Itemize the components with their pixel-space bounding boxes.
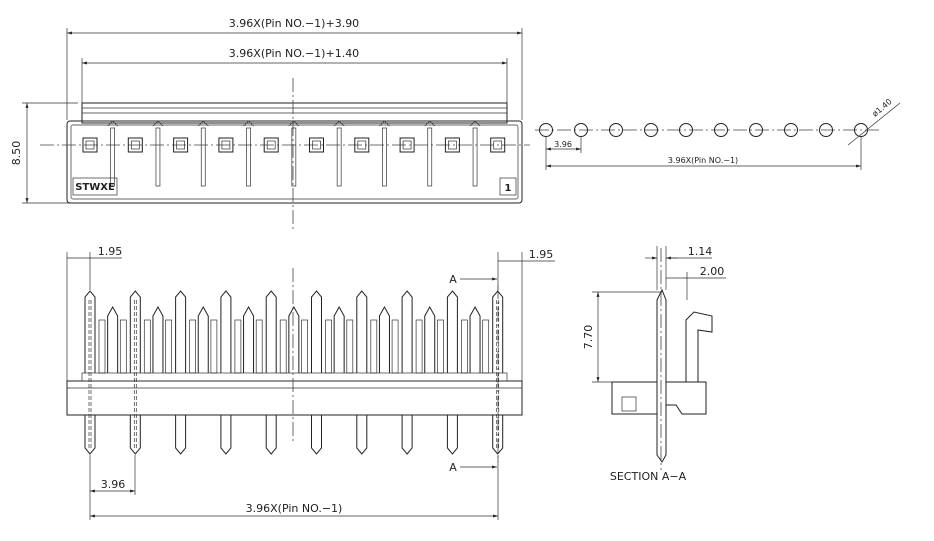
housing-rib	[279, 305, 308, 374]
rib-separator	[379, 120, 390, 187]
section-height-label: 7.70	[582, 325, 595, 350]
footprint-hole	[784, 123, 798, 137]
section-marker-bottom: A	[449, 461, 457, 474]
top-pin	[309, 137, 324, 153]
rib-separator	[288, 120, 300, 187]
offset-label: 2.00	[700, 265, 725, 278]
pin1-mark: 1	[505, 183, 512, 194]
housing-rib	[370, 305, 399, 374]
housing-rib	[415, 305, 444, 374]
footprint-hole	[644, 123, 658, 137]
rib-separator	[107, 120, 118, 187]
housing-rib	[461, 305, 490, 374]
pcb-footprint: 3.96 3.96X(Pin NO.−1) ø1.40	[535, 97, 901, 170]
height-dimension-label: 8.50	[10, 141, 23, 166]
front-pin	[220, 290, 232, 455]
overall-dimension-label: 3.96X(Pin NO.−1)+3.90	[229, 17, 359, 30]
top-pin	[218, 137, 234, 153]
front-span-label: 3.96X(Pin NO.−1)	[246, 502, 343, 515]
top-pin	[127, 137, 143, 153]
rib-separator	[333, 120, 345, 187]
footprint-pitch-label: 3.96	[554, 140, 572, 149]
front-pin	[311, 290, 322, 455]
front-pin	[84, 290, 96, 455]
housing-rib	[325, 305, 354, 374]
top-pin	[173, 137, 189, 153]
top-pin	[354, 137, 370, 153]
rib-separator	[152, 120, 164, 187]
footprint-hole	[819, 123, 833, 137]
top-pin	[444, 137, 460, 153]
footprint-span-label: 3.96X(Pin NO.−1)	[668, 156, 738, 165]
housing-rib	[189, 305, 218, 374]
rib-separator	[243, 120, 254, 187]
front-pin	[401, 290, 413, 455]
thickness-label: 1.14	[688, 245, 713, 258]
section-caption: SECTION A−A	[610, 470, 687, 483]
footprint-hole	[679, 123, 693, 137]
housing-rib	[234, 305, 263, 374]
brand-mark: STWXE	[75, 182, 115, 193]
top-pin	[82, 137, 98, 153]
rib-separator	[424, 120, 435, 187]
front-pitch-label: 3.96	[101, 478, 126, 491]
housing-rib	[98, 305, 127, 374]
front-pin	[265, 290, 277, 455]
top-pin	[263, 137, 279, 153]
section-marker-top: A	[449, 273, 457, 286]
top-pin-group	[82, 120, 506, 187]
rib-separator	[198, 120, 209, 187]
front-pin	[356, 290, 368, 455]
front-pin-group	[84, 290, 504, 455]
top-pin	[490, 137, 506, 153]
footprint-hole	[609, 123, 623, 137]
front-pin	[175, 290, 187, 455]
section-view: 1.14 2.00 7.70 SECTION A−A	[582, 245, 726, 483]
rib-separator	[469, 120, 481, 187]
top-pin	[399, 137, 415, 153]
footprint-hole	[749, 123, 763, 137]
front-view: 1.95 1.95 A A 3.96 3.96X(Pin NO.−1)	[66, 245, 555, 520]
front-pin	[446, 290, 458, 455]
hole-diameter-label: ø1.40	[871, 97, 894, 118]
left-offset-label: 1.95	[98, 245, 123, 258]
inner-dimension-label: 3.96X(Pin NO.−1)+1.40	[229, 47, 359, 60]
housing-rib	[143, 305, 172, 374]
right-offset-label: 1.95	[529, 248, 554, 261]
front-pin	[129, 290, 141, 455]
footprint-hole	[714, 123, 728, 137]
top-view: 3.96X(Pin NO.−1)+3.90 3.96X(Pin NO.−1)+1…	[10, 17, 530, 232]
